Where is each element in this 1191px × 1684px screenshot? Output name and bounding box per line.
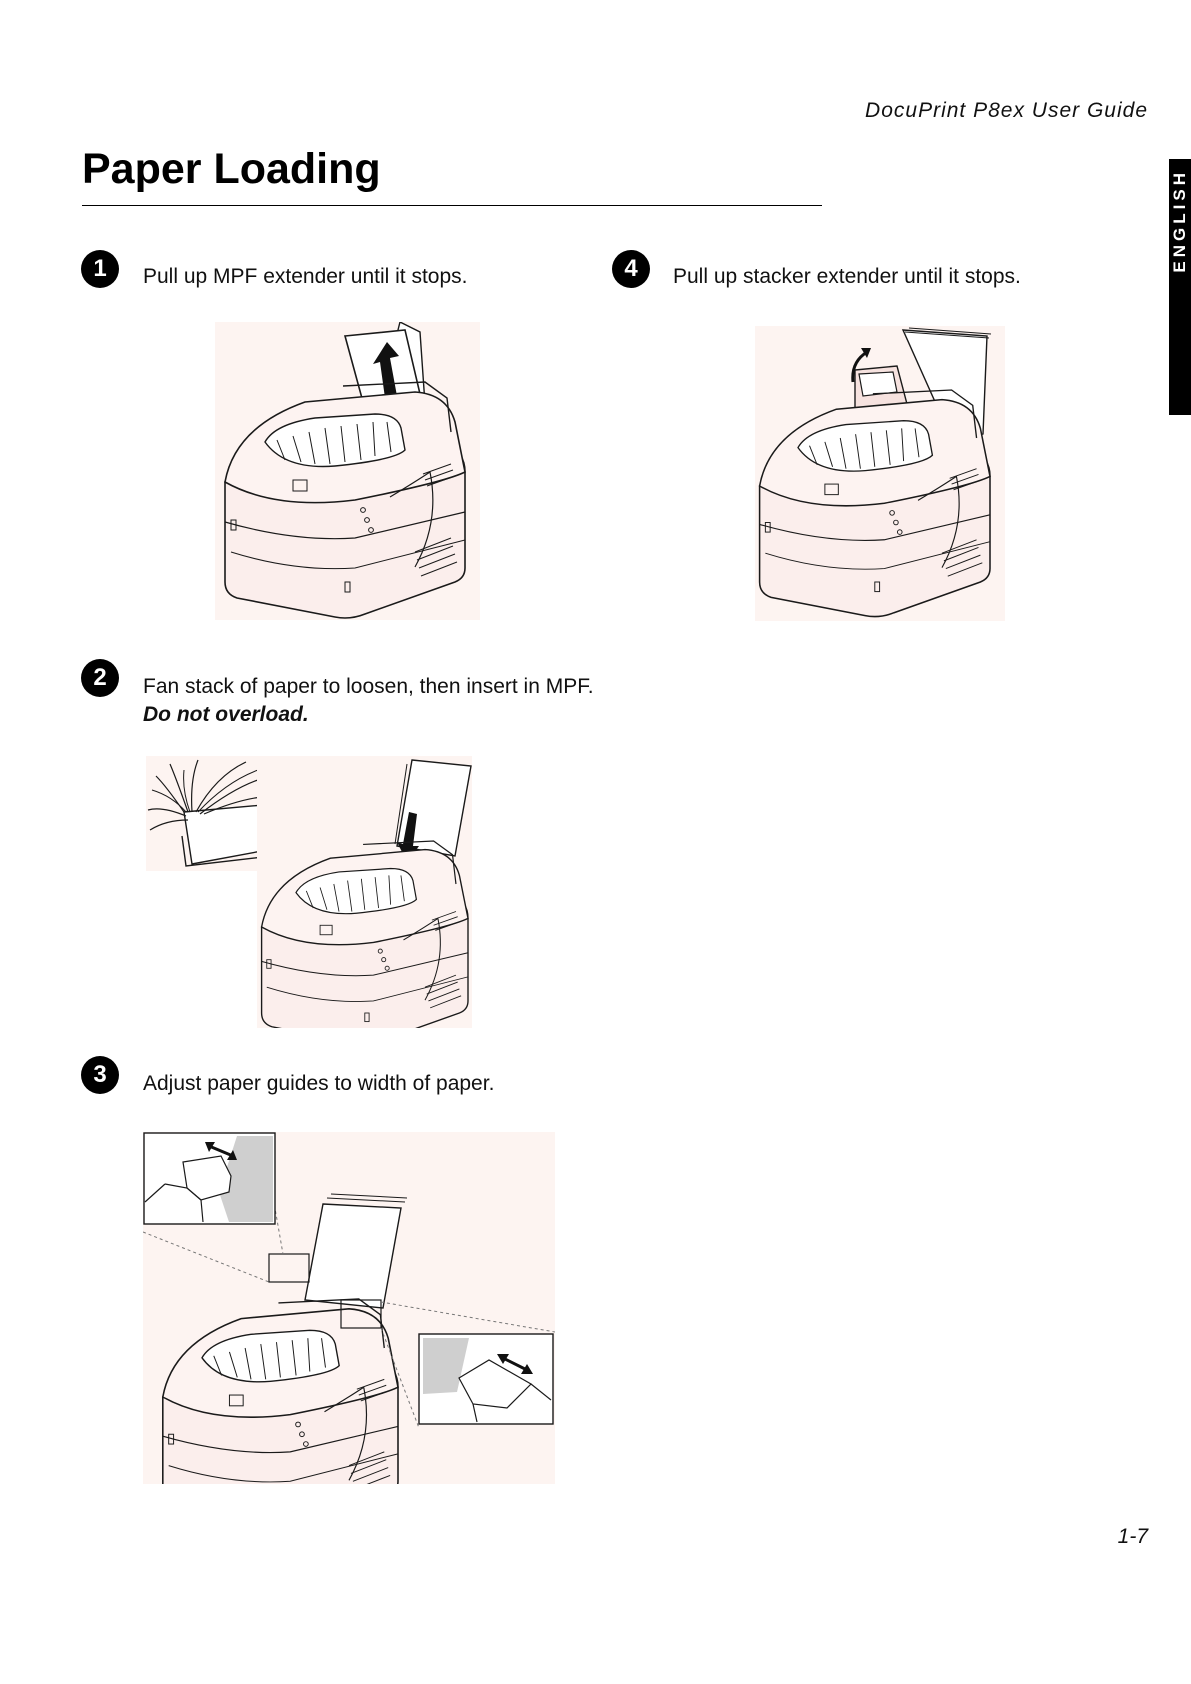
- step-2-badge: 2: [81, 659, 119, 697]
- step-4-text: Pull up stacker extender until it stops.: [673, 263, 1021, 291]
- step-4-badge: 4: [612, 250, 650, 288]
- language-tab-label: ENGLISH: [1170, 169, 1190, 273]
- page-title: Paper Loading: [82, 145, 381, 194]
- step-1-badge: 1: [81, 250, 119, 288]
- page-number: 1-7: [1118, 1525, 1148, 1549]
- step-2-insert-paper-illustration: [257, 756, 472, 1028]
- title-rule: [82, 205, 822, 206]
- guide-title: DocuPrint P8ex User Guide: [865, 99, 1148, 123]
- step-1-illustration: [215, 322, 480, 620]
- step-2-note: Do not overload.: [143, 701, 594, 729]
- language-tab: ENGLISH: [1169, 159, 1191, 415]
- step-3-text: Adjust paper guides to width of paper.: [143, 1070, 494, 1098]
- step-3-illustration: [143, 1132, 555, 1484]
- step-1-text: Pull up MPF extender until it stops.: [143, 263, 468, 291]
- step-3-badge: 3: [81, 1056, 119, 1094]
- step-2-text: Fan stack of paper to loosen, then inser…: [143, 673, 594, 729]
- step-4-illustration: [755, 326, 1005, 621]
